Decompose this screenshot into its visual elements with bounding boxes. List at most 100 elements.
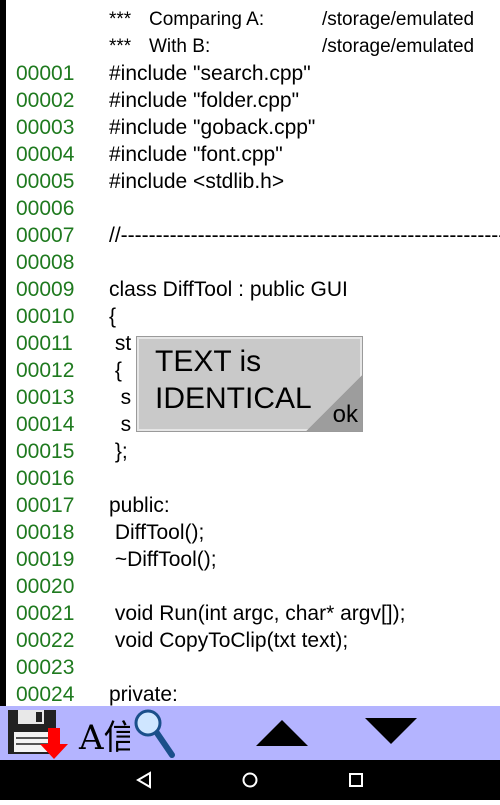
header-stars: *** [109,36,132,57]
scroll-up-button[interactable] [252,706,312,760]
line-text: #include "font.cpp" [109,143,283,166]
code-line: 00006 [0,195,500,222]
line-number: 00011 [16,332,73,355]
line-number: 00018 [16,521,75,544]
line-number: 00003 [16,116,75,139]
line-number: 00013 [16,386,75,409]
line-text: DiffTool(); [109,521,205,544]
code-line: 00018 DiffTool(); [0,519,500,546]
compare-header-b: *** With B: /storage/emulated [0,33,500,60]
line-number: 00010 [16,305,75,328]
code-line: 00021 void Run(int argc, char* argv[]); [0,600,500,627]
header-stars: *** [109,9,132,30]
line-text: st [109,332,132,355]
line-number: 00009 [16,278,75,301]
code-line: 00008 [0,249,500,276]
home-circle-icon [242,772,258,788]
header-path: /storage/emulated [322,9,475,30]
line-number: 00004 [16,143,75,166]
line-number: 00005 [16,170,75,193]
font-button[interactable]: A信 [78,706,138,760]
line-text: public: [109,494,170,517]
line-number: 00022 [16,629,75,652]
line-text: #include <stdlib.h> [109,170,285,193]
line-number: 00024 [16,683,75,706]
line-number: 00001 [16,62,75,85]
line-number: 00002 [16,89,75,112]
line-text: ~DiffTool(); [109,548,217,571]
code-line: 00001 #include "search.cpp" [0,60,500,87]
ok-label: ok [332,401,358,428]
line-number: 00014 [16,413,75,436]
arrow-down-icon [365,718,417,744]
line-text: }; [109,440,128,463]
line-text: //--------------------------------------… [109,224,500,247]
font-icon: A信 [78,718,138,758]
line-number: 00023 [16,656,75,679]
code-line: 00004 #include "font.cpp" [0,141,500,168]
code-line: 00022 void CopyToClip(txt text); [0,627,500,654]
code-line: 00011 st [0,330,500,357]
compare-header-a: *** Comparing A: /storage/emulated [0,6,500,33]
back-triangle-icon [136,771,151,789]
line-number: 00015 [16,440,75,463]
arrow-up-icon [256,720,308,746]
line-text: #include "search.cpp" [109,62,311,85]
code-line: 00017 public: [0,492,500,519]
code-line: 00010 { [0,303,500,330]
code-line: 00023 [0,654,500,681]
code-line: 00003 #include "goback.cpp" [0,114,500,141]
nav-home-button[interactable] [230,760,270,800]
line-text: void CopyToClip(txt text); [109,629,349,652]
recent-square-icon [349,773,363,787]
code-line: 00019 ~DiffTool(); [0,546,500,573]
line-number: 00019 [16,548,75,571]
code-line: 00009 class DiffTool : public GUI [0,276,500,303]
line-number: 00016 [16,467,75,490]
search-button[interactable] [132,706,176,760]
code-line: 00012 { [0,357,500,384]
code-line: 00020 [0,573,500,600]
line-text: { [109,305,117,328]
identical-dialog: TEXT is IDENTICAL ok [136,336,363,432]
line-text: private: [109,683,178,706]
line-number: 00012 [16,359,75,382]
code-line: 00016 [0,465,500,492]
code-line: 00013 s [0,384,500,411]
code-line: 00015 }; [0,438,500,465]
line-number: 00021 [16,602,75,625]
line-number: 00020 [16,575,75,598]
line-text: { [109,359,122,382]
line-text: void Run(int argc, char* argv[]); [109,602,406,625]
android-nav-bar [0,760,500,800]
bottom-toolbar: A信 [0,706,500,760]
scroll-down-button[interactable] [362,706,420,760]
search-icon [134,709,175,758]
header-label: With B: [149,36,211,57]
header-label: Comparing A: [149,9,265,30]
nav-recent-button[interactable] [336,760,376,800]
line-number: 00006 [16,197,75,220]
save-icon [8,710,68,759]
line-text: s [109,413,132,436]
ok-button[interactable]: ok [306,375,362,431]
left-margin-bar [0,0,6,706]
line-text: #include "goback.cpp" [109,116,316,139]
code-line: 00007 //---------------------------------… [0,222,500,249]
line-text: s [109,386,132,409]
code-view[interactable]: 00001 #include "search.cpp" 00002 #include … [0,60,500,706]
line-text: class DiffTool : public GUI [109,278,348,301]
code-line: 00005 #include <stdlib.h> [0,168,500,195]
nav-back-button[interactable] [124,760,164,800]
code-line: 00002 #include "folder.cpp" [0,87,500,114]
line-text: #include "folder.cpp" [109,89,300,112]
save-button[interactable] [6,706,70,760]
line-number: 00008 [16,251,75,274]
line-number: 00007 [16,224,75,247]
code-line: 00014 s [0,411,500,438]
dialog-message: TEXT is IDENTICAL [155,345,312,415]
code-line: 00024 private: [0,681,500,706]
header-path: /storage/emulated [322,36,475,57]
line-number: 00017 [16,494,75,517]
font-glyph: A信 [78,718,130,758]
